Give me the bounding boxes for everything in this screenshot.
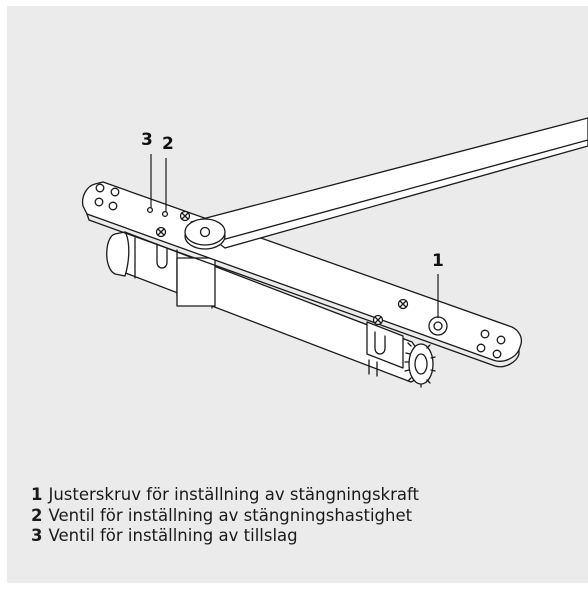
screw (372, 314, 384, 326)
plate-hole (492, 349, 502, 359)
valve-3 (146, 206, 154, 214)
legend-text: Ventil för inställning av tillslag (48, 526, 298, 545)
legend-text: Justerskruv för inställning av stängning… (48, 485, 419, 504)
plate-hole (480, 329, 490, 339)
legend-number: 3 (31, 526, 43, 545)
screw (155, 226, 167, 238)
legend: 1 Justerskruv för inställning av stängnin… (31, 485, 419, 547)
plate-hole (496, 335, 506, 345)
legend-item-3: 3 Ventil för inställning av tillslag (31, 526, 419, 547)
mounting-block-left (176, 257, 216, 307)
callout-2: 2 (162, 134, 174, 154)
plate-hole (476, 343, 486, 353)
arm-pivot (184, 218, 226, 250)
legend-item-1: 1 Justerskruv för inställning av stängnin… (31, 485, 419, 506)
screw (179, 210, 191, 222)
plate-hole (94, 197, 104, 207)
plate-hole (110, 187, 120, 197)
legend-text: Ventil för inställning av stängningshast… (48, 505, 413, 525)
valve-2 (161, 210, 169, 218)
callout-3: 3 (141, 130, 153, 150)
legend-number: 2 (31, 505, 43, 525)
door-closer-illustration (81, 117, 588, 388)
closer-end-cap-left (106, 231, 130, 277)
closer-arm (190, 117, 588, 249)
pinion-gear (404, 342, 436, 388)
adjustment-screw-1 (428, 316, 448, 336)
plate-hole (95, 183, 105, 193)
legend-number: 1 (31, 485, 43, 504)
plate-hole (108, 201, 118, 211)
screw (397, 298, 409, 310)
callout-1: 1 (432, 251, 444, 271)
